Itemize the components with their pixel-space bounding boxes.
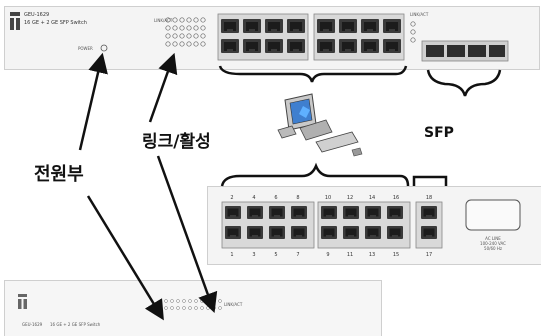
front-port-block-2 xyxy=(313,13,405,61)
svg-text:14: 14 xyxy=(369,195,375,201)
switch-mini-panel xyxy=(4,280,382,336)
svg-text:10: 10 xyxy=(325,195,331,201)
front-linkact-right: LINK/ACT xyxy=(410,12,429,17)
front-brace-rj45 xyxy=(218,65,408,83)
power-unit-label: 전원부 xyxy=(34,164,84,185)
front-power-label: POWER xyxy=(78,46,93,51)
svg-text:15: 15 xyxy=(393,252,399,258)
mini-logo xyxy=(18,294,27,309)
power-socket xyxy=(465,199,521,231)
mini-led-grid xyxy=(164,299,222,310)
svg-text:12: 12 xyxy=(347,195,353,201)
mini-subtitle-text: 16 GE + 2 GE SFP Switch xyxy=(50,322,101,327)
rear-port-block-2 xyxy=(317,201,411,249)
svg-text:6: 6 xyxy=(274,195,277,201)
power-led xyxy=(100,44,108,52)
rear-top-port-numbers: 2 4 6 8 10 12 14 16 18 xyxy=(230,195,432,201)
front-brace-sfp xyxy=(426,69,502,97)
front-led-grid xyxy=(165,17,206,47)
svg-text:17: 17 xyxy=(426,252,432,258)
front-sfp-leds xyxy=(410,21,416,43)
rear-port-block-3 xyxy=(415,201,443,249)
front-sfp-ports xyxy=(421,40,509,62)
rear-bottom-port-numbers: 1 3 5 7 9 11 13 15 17 xyxy=(230,252,432,258)
svg-text:7: 7 xyxy=(296,252,299,258)
svg-text:8: 8 xyxy=(296,195,299,201)
svg-text:16: 16 xyxy=(393,195,399,201)
rear-port-block-1 xyxy=(221,201,315,249)
link-activity-label: 링크/활성 xyxy=(142,132,211,152)
front-logo xyxy=(10,12,20,30)
link-arrow-up xyxy=(148,52,178,123)
computer-icon xyxy=(277,93,363,157)
mini-linkact-label: LINK/ACT xyxy=(224,302,243,307)
rear-brace-sfp xyxy=(412,175,448,186)
svg-text:3: 3 xyxy=(252,252,255,258)
front-subtitle-text: 16 GE + 2 GE SFP Switch xyxy=(24,20,87,26)
svg-text:18: 18 xyxy=(426,195,432,201)
link-arrow-down xyxy=(156,155,218,314)
svg-text:2: 2 xyxy=(230,195,233,201)
svg-text:13: 13 xyxy=(369,252,375,258)
ac-line-label-1: AC LINE xyxy=(485,236,501,241)
svg-text:9: 9 xyxy=(326,252,329,258)
svg-text:11: 11 xyxy=(347,252,353,258)
svg-text:5: 5 xyxy=(274,252,277,258)
svg-text:1: 1 xyxy=(230,252,233,258)
svg-text:4: 4 xyxy=(252,195,255,201)
rear-brace-rj45 xyxy=(220,162,410,187)
ac-line-label-2: 100-240 VAC xyxy=(480,241,506,246)
power-arrow-down xyxy=(86,195,164,321)
mini-model-text: GEU-1629 xyxy=(22,322,43,327)
ac-line-label-3: 50/60 Hz xyxy=(484,246,502,251)
front-port-block-1 xyxy=(217,13,309,61)
power-arrow-up xyxy=(78,52,108,151)
sfp-label: SFP xyxy=(424,125,454,141)
front-model-text: GEU-1629 xyxy=(24,12,49,18)
front-linkact-left: LINK/ACT xyxy=(154,18,173,23)
